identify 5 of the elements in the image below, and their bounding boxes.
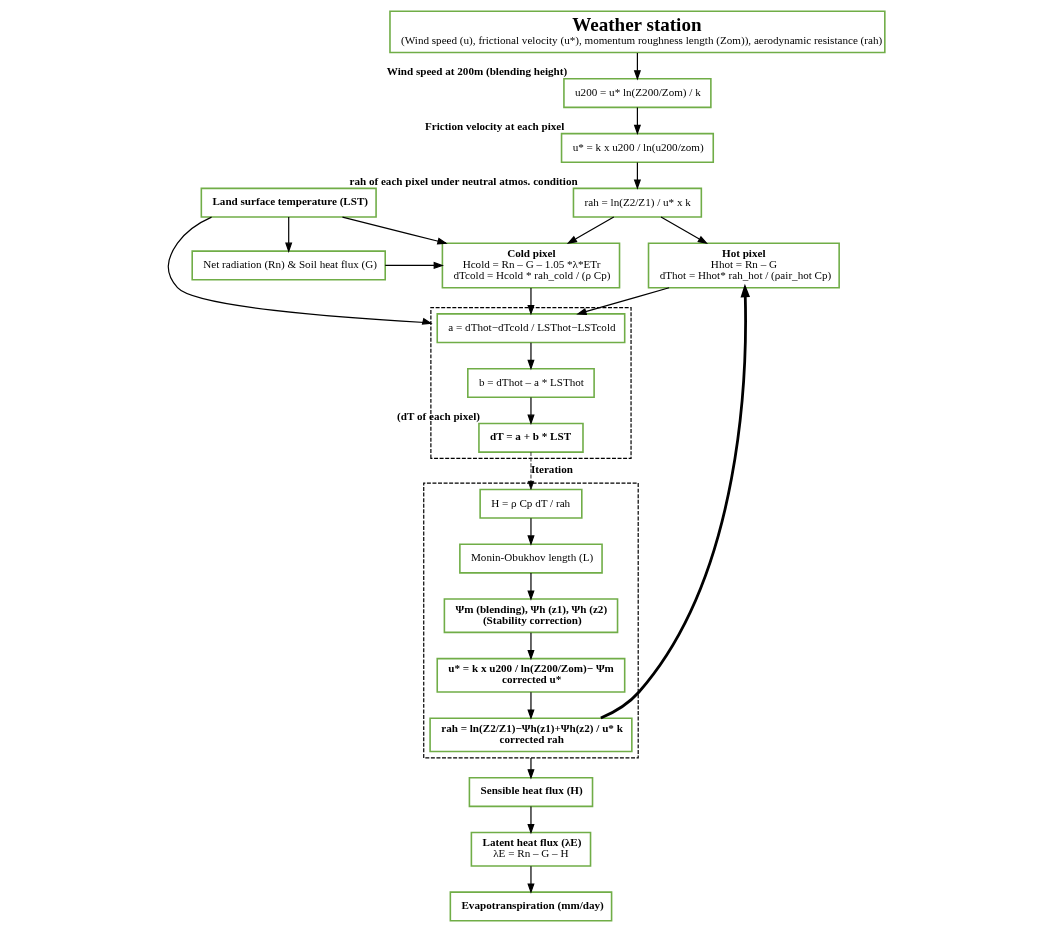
node-label: rah of each pixel under neutral atmos. condition [348,174,578,187]
node-label: (dT of each pixel) [396,409,480,422]
node-label: Friction velocity at each pixel [424,119,564,132]
edge-label: Iteration [530,462,573,475]
node-label: Wind speed at 200m (blending height) [386,64,567,77]
